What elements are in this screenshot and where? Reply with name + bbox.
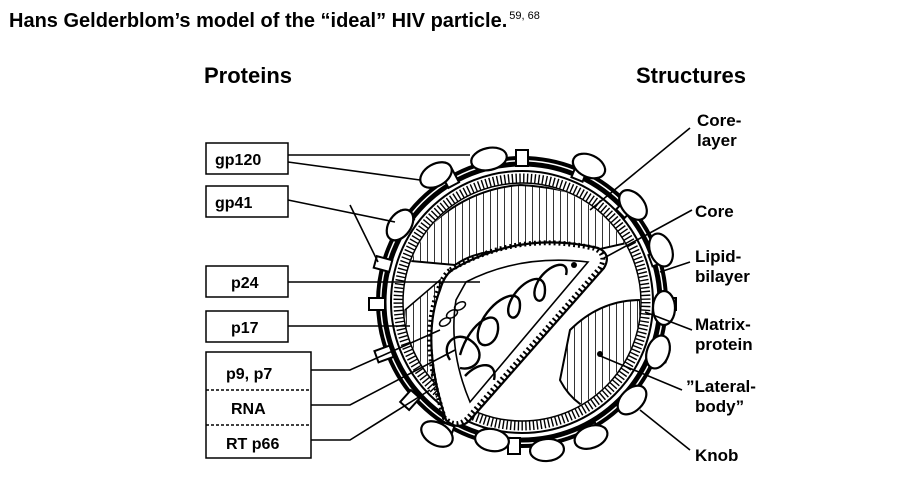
- label-rt-p66: RT p66: [226, 436, 279, 453]
- label-matrix-1: Matrix-: [695, 315, 751, 334]
- figure-title: Hans Gelderblom’s model of the “ideal” H…: [9, 10, 540, 33]
- label-core: Core: [695, 202, 734, 221]
- label-knob: Knob: [695, 446, 738, 465]
- protein-boxes: [205, 142, 312, 459]
- label-p9-p7: p9, p7: [226, 366, 272, 383]
- reference-numbers: 59, 68: [509, 10, 540, 23]
- label-lipid-2: bilayer: [695, 267, 750, 286]
- label-core-layer-2: layer: [697, 131, 737, 150]
- box-p17: [205, 310, 289, 343]
- hiv-particle: [368, 146, 677, 463]
- label-lateral-2: body”: [695, 397, 744, 416]
- label-rna: RNA: [231, 401, 266, 418]
- label-matrix-2: protein: [695, 335, 753, 354]
- proteins-heading: Proteins: [204, 63, 292, 88]
- label-p24: p24: [231, 275, 259, 292]
- structure-leader-lines: [589, 127, 693, 451]
- gp120-knobs: [385, 146, 677, 463]
- label-lipid-1: Lipid-: [695, 247, 741, 266]
- figure-title-text: Hans Gelderblom’s model of the “ideal” H…: [9, 10, 508, 32]
- box-p24: [205, 265, 289, 298]
- box-gp41: [205, 185, 289, 218]
- label-p17: p17: [231, 320, 259, 337]
- box-nucleocapsid: [205, 351, 312, 459]
- label-gp120: gp120: [215, 152, 261, 169]
- label-core-layer-1: Core-: [697, 111, 741, 130]
- rna-coils: [445, 263, 568, 381]
- structures-heading: Structures: [636, 63, 746, 88]
- label-gp41: gp41: [215, 195, 252, 212]
- protein-leader-lines: [287, 154, 480, 441]
- label-lateral-1: ”Lateral-: [686, 377, 756, 396]
- box-gp120: [205, 142, 289, 175]
